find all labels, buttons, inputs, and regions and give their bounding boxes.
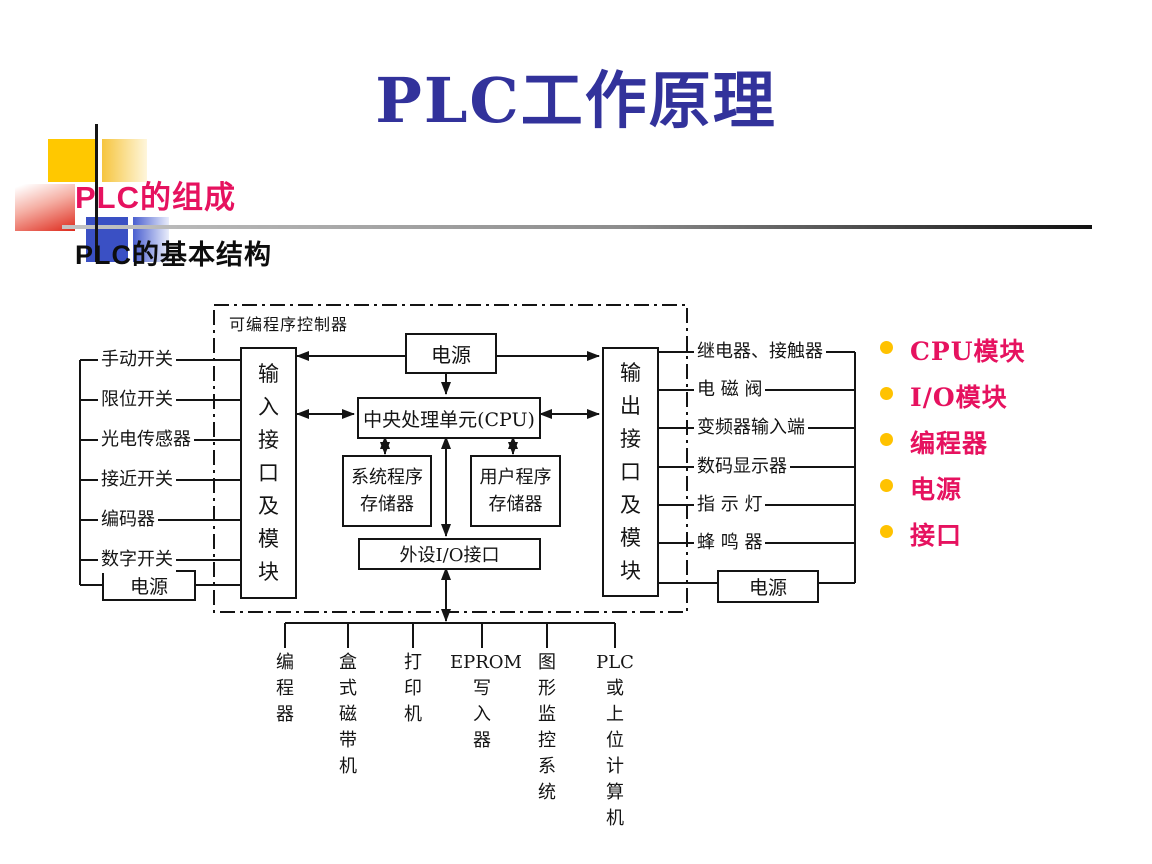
input-device-label: 手动开关 [98, 346, 176, 373]
output-interface-module-box: 输 出 接 口 及 模 块 [602, 347, 659, 597]
peripheral-label: PLC 或 上 位 计 算 机 [596, 652, 634, 829]
output-device-label: 继电器、接触器 [694, 338, 826, 365]
bullet-label: 编程器 [910, 429, 989, 458]
deco-square-yellow [48, 139, 96, 182]
input-device-label: 限位开关 [98, 386, 176, 413]
bullet-dot-icon [880, 387, 893, 400]
input-interface-module-box: 输 入 接 口 及 模 块 [240, 347, 297, 599]
input-device-label: 光电传感器 [98, 426, 194, 453]
bullet-dot-icon [880, 525, 893, 538]
plc-boundary-label: 可编程序控制器 [229, 315, 349, 334]
power-supply-top-box: 电源 [405, 333, 497, 374]
bullet-label: CPU模块 [910, 337, 1026, 366]
power-supply-left-box: 电源 [102, 570, 196, 601]
bullet-item-interface: 接口 [880, 516, 962, 552]
peripheral-io-interface-box: 外设I/O接口 [358, 538, 541, 570]
bullet-item-programmer: 编程器 [880, 424, 988, 460]
bullet-item-cpu-module: CPU模块 [880, 332, 1026, 368]
output-device-label: 数码显示器 [694, 453, 790, 480]
deco-divider-line [62, 225, 1092, 229]
output-device-label: 电 磁 阀 [694, 376, 766, 403]
bullet-label: 接口 [910, 521, 963, 550]
peripheral-label: 盒 式 磁 带 机 [339, 652, 357, 777]
deco-square-blue [86, 217, 128, 262]
output-device-label: 指 示 灯 [694, 491, 766, 518]
peripheral-label: EPROM 写 入 器 [450, 652, 522, 751]
peripheral-label: 编 程 器 [276, 652, 294, 725]
bullet-label: 电源 [910, 475, 963, 504]
system-program-memory-box: 系统程序 存储器 [342, 455, 432, 527]
peripheral-label: 打 印 机 [404, 652, 422, 725]
page-title: PLC工作原理 [375, 64, 777, 137]
input-device-label: 编码器 [98, 506, 158, 533]
peripheral-bus-wiring [284, 622, 616, 648]
section-heading: PLC的组成 [75, 180, 236, 215]
bullet-dot-icon [880, 341, 893, 354]
bullet-dot-icon [880, 433, 893, 446]
bullet-label: I/O模块 [910, 383, 1008, 412]
deco-square-blue-fade [133, 217, 169, 262]
bullet-item-io-module: I/O模块 [880, 378, 1008, 414]
bullet-item-power: 电源 [880, 470, 962, 506]
bullet-dot-icon [880, 479, 893, 492]
deco-square-red-fade [15, 184, 75, 231]
deco-square-yellow-fade [102, 139, 147, 182]
input-device-label: 数字开关 [98, 546, 176, 573]
peripheral-label: 图 形 监 控 系 统 [538, 652, 556, 803]
user-program-memory-box: 用户程序 存储器 [470, 455, 561, 527]
output-device-label: 蜂 鸣 器 [694, 529, 766, 556]
internal-wiring [296, 351, 600, 622]
section-subheading: PLC的基本结构 [75, 240, 272, 270]
input-device-label: 接近开关 [98, 466, 176, 493]
output-device-label: 变频器输入端 [694, 414, 808, 441]
power-supply-right-box: 电源 [717, 570, 819, 603]
cpu-box: 中央处理单元(CPU) [357, 397, 541, 439]
deco-vertical-line [95, 124, 98, 262]
